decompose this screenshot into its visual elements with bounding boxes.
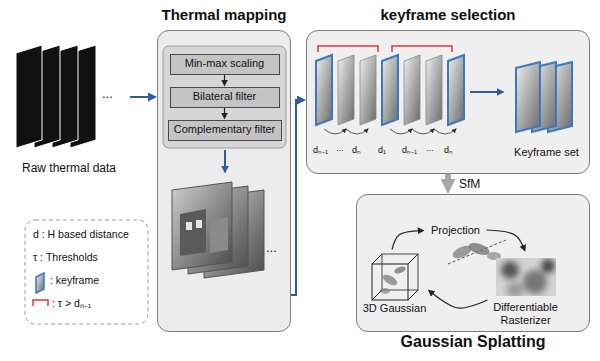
node-label: Keyframe set <box>514 146 579 159</box>
frame <box>404 55 420 125</box>
process-box: Min-max scaling <box>170 54 280 75</box>
node-label: Raw thermal data <box>22 161 116 175</box>
distance-label: ... <box>336 143 344 154</box>
threshold-bracket <box>33 300 48 306</box>
raw-frames <box>16 45 96 148</box>
frame-sequence <box>316 46 464 134</box>
legend-text: : τ > dₙ₋₁ <box>52 297 91 310</box>
keyframe <box>316 55 332 125</box>
ellipsis-mark: ... <box>102 86 113 102</box>
raw-frame <box>16 45 42 148</box>
node-label: Min-max scaling <box>185 57 264 70</box>
connector <box>224 108 225 117</box>
blob <box>523 270 547 294</box>
legend-text: : keyframe <box>50 274 99 287</box>
ellipsis-mark: ... <box>266 240 277 256</box>
node-label: Bilateral filter <box>193 90 257 103</box>
raster-ground <box>496 258 556 296</box>
frame <box>338 55 354 125</box>
filter-group <box>163 46 286 148</box>
distance-label: dₙ <box>352 145 361 156</box>
flow-arrow <box>470 91 503 93</box>
blob <box>507 282 523 296</box>
rasterized-image <box>496 258 556 296</box>
node-label: 3D Gaussian <box>363 302 427 315</box>
image-detail <box>180 209 206 256</box>
distance-label: dₙ₋₁ <box>313 145 328 156</box>
flow-arrow <box>224 150 226 172</box>
keyframe-set: Keyframe set <box>508 55 586 160</box>
node-label: Complementary filter <box>174 123 275 136</box>
distance-label: dₙ₋₁ <box>402 145 417 156</box>
panel-fill <box>356 194 590 332</box>
edge-label: SfM <box>458 177 481 191</box>
connector <box>130 96 153 98</box>
distance-arc <box>346 129 368 134</box>
raster-blobs <box>501 259 555 296</box>
node-label: Differentiable Rasterizer <box>488 301 564 327</box>
connector <box>431 292 488 308</box>
frame <box>360 55 376 125</box>
stage-panel: Gaussian SplattingProjection3D GaussianD… <box>356 194 590 332</box>
distance-arc <box>434 129 456 134</box>
blob <box>541 259 555 273</box>
gaussian-cube <box>372 254 418 300</box>
step-figure: 3D Gaussian <box>362 250 428 316</box>
panel-fill <box>157 30 291 332</box>
stage-panel: Thermal mappingMin-max scalingBilateral … <box>157 30 291 332</box>
step-label: Projection <box>425 222 487 238</box>
panel-title: Gaussian Splatting <box>337 332 600 351</box>
thermal-image <box>172 182 232 270</box>
keyframe <box>516 62 540 132</box>
connector <box>291 100 302 295</box>
connector <box>487 230 525 249</box>
keyframe-icon <box>36 273 44 293</box>
connector <box>392 231 421 250</box>
legend-text: τ : Thresholds <box>33 251 98 264</box>
connector <box>445 174 451 187</box>
process-box: Complementary filter <box>168 120 282 141</box>
distance-arc <box>412 129 434 134</box>
image-detail <box>210 217 228 253</box>
gaussian-ellipse <box>393 265 406 275</box>
legend-box <box>25 220 148 324</box>
distance-arc <box>324 129 346 134</box>
thermal-images <box>172 182 264 278</box>
keyframe-set-frames <box>516 62 572 132</box>
connector <box>224 75 225 84</box>
gaussian-ellipse <box>381 273 399 288</box>
frame <box>426 55 442 125</box>
image-detail <box>196 220 202 228</box>
distance-arc <box>390 129 412 134</box>
keyframe <box>382 55 398 125</box>
blob <box>501 261 519 279</box>
legend-text: d : H based distance <box>33 228 129 241</box>
panel-title: Thermal mapping <box>138 6 310 24</box>
cube-edge <box>372 254 418 300</box>
distance-label: d₁ <box>378 145 386 156</box>
panel-fill <box>306 30 590 174</box>
distance-label: ... <box>426 143 434 154</box>
process-box: Bilateral filter <box>170 87 280 108</box>
keyframe <box>448 55 464 125</box>
panel-title: keyframe selection <box>287 6 600 24</box>
image-detail <box>186 222 192 230</box>
threshold-bracket <box>318 46 378 52</box>
input-stack: Raw thermal data <box>8 40 130 175</box>
distance-label: dₙ <box>444 145 453 156</box>
node-label: Projection <box>431 224 480 237</box>
step-figure: Differentiable Rasterizer <box>488 252 564 328</box>
threshold-bracket <box>392 46 452 52</box>
